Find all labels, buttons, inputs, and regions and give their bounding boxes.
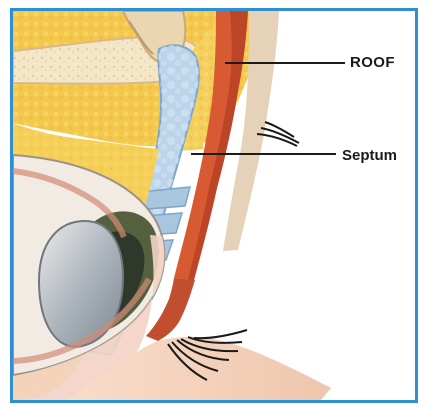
roof-label: ROOF: [350, 54, 395, 71]
illustration-frame: ROOF Septum: [10, 8, 418, 403]
septum-label: Septum: [342, 147, 397, 164]
